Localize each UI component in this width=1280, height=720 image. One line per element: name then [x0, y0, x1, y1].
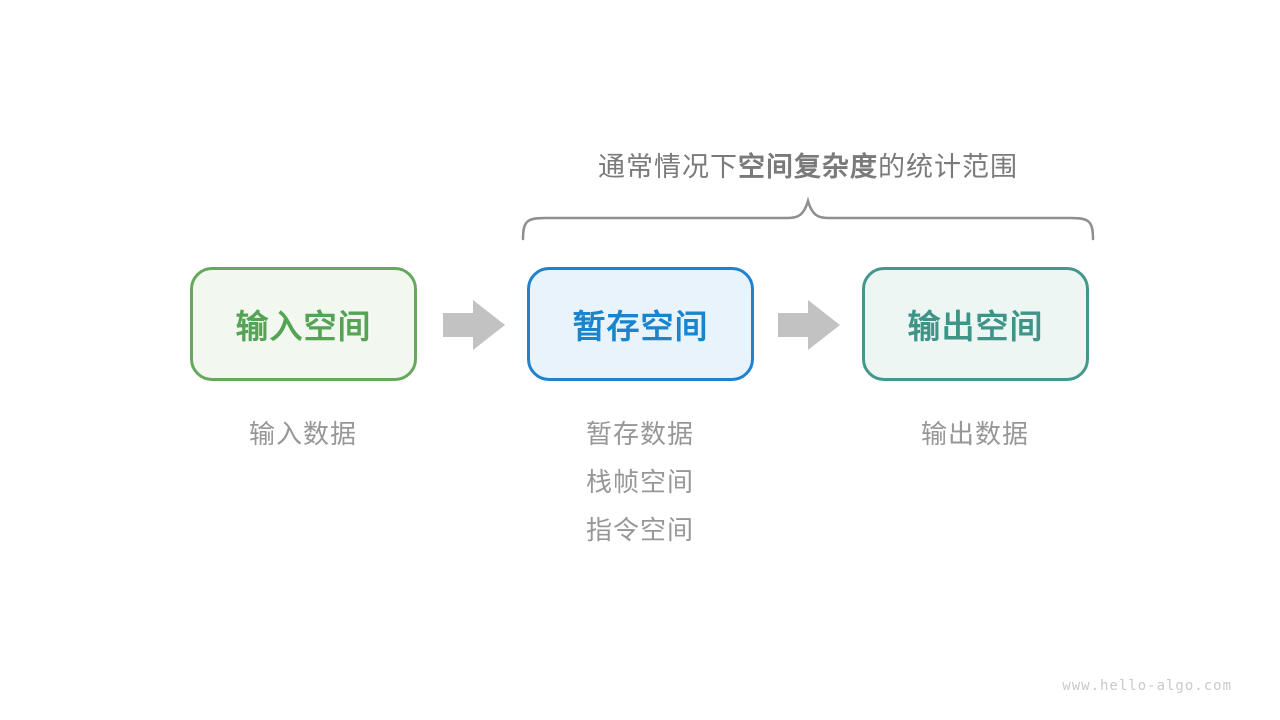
annotation-label: 指令空间 [585, 515, 694, 545]
annotation-label: 输出数据 [920, 419, 1029, 449]
scope-title-bold: 空间复杂度 [738, 152, 878, 182]
arrow-right-icon [443, 300, 505, 350]
annotations-output: 输出数据 [845, 421, 1105, 469]
box-output-space: 输出空间 [862, 267, 1089, 381]
scope-title-prefix: 通常情况下 [598, 152, 738, 182]
box-buffer-space: 暂存空间 [527, 267, 754, 381]
arrow-right-icon [778, 300, 840, 350]
scope-title: 通常情况下空间复杂度的统计范围 [521, 145, 1095, 184]
box-input-space: 输入空间 [190, 267, 417, 381]
box-input-space-label: 输入空间 [235, 308, 372, 345]
watermark: www.hello-algo.com [1062, 678, 1232, 694]
scope-title-suffix: 的统计范围 [878, 152, 1018, 182]
annotation-label: 暂存数据 [585, 419, 694, 449]
annotations-buffer: 暂存数据 栈帧空间 指令空间 [510, 421, 770, 565]
annotation-label: 栈帧空间 [585, 467, 694, 497]
box-buffer-space-label: 暂存空间 [572, 308, 709, 345]
curly-brace [521, 196, 1095, 241]
box-output-space-label: 输出空间 [907, 308, 1044, 345]
annotation-label: 输入数据 [248, 419, 357, 449]
annotations-input: 输入数据 [173, 421, 433, 469]
